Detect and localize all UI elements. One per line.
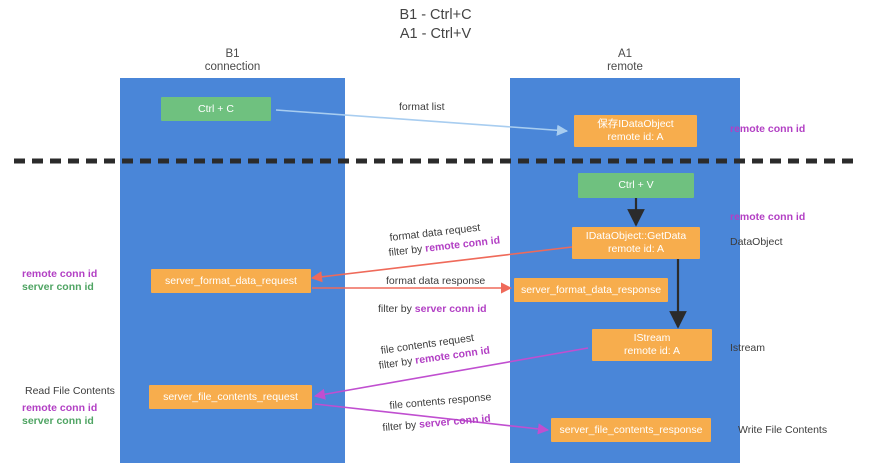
label-format-list: format list [399, 101, 445, 113]
box-istream[interactable]: IStream remote id: A [592, 329, 712, 361]
lane-header-a1: A1 remote [510, 48, 740, 74]
box-server-format-data-response[interactable]: server_format_data_response [514, 278, 668, 302]
title-line-1: B1 - Ctrl+C [399, 7, 472, 23]
annotation-left-remote-conn-id-2: remote conn id [22, 402, 98, 414]
box-server-file-contents-request[interactable]: server_file_contents_request [149, 385, 312, 409]
annotation-left-server-conn-id: server conn id [22, 281, 94, 293]
annotation-read-file-contents: Read File Contents [25, 385, 115, 397]
label-format-data-response: format data response [386, 275, 486, 287]
label-format-data-response-filter-key: server conn id [414, 303, 487, 315]
box-getdata[interactable]: IDataObject::GetData remote id: A [572, 227, 700, 259]
lane-b1-title: B1 [225, 48, 240, 60]
box-server-format-data-request-label: server_format_data_request [165, 274, 297, 287]
label-file-contents-response: file contents response [389, 391, 492, 413]
box-server-file-contents-response-label: server_file_contents_response [559, 423, 703, 436]
annotation-remote-conn-id-mid: remote conn id [730, 211, 806, 223]
label-file-contents-response-filter: filter by server conn id [382, 413, 491, 435]
box-ctrl-c-label: Ctrl + C [198, 102, 234, 115]
box-server-file-contents-response[interactable]: server_file_contents_response [551, 418, 711, 442]
box-getdata-line2: remote id: A [607, 243, 665, 255]
label-format-data-request-filter-prefix: filter by [388, 242, 426, 259]
lane-a1-subtitle: remote [607, 61, 643, 73]
label-format-data-response-filter-prefix: filter by [378, 303, 415, 315]
diagram-title: B1 - Ctrl+C A1 - Ctrl+V [0, 6, 871, 44]
box-ctrl-v-label: Ctrl + V [618, 179, 654, 191]
annotation-left-remote-conn-id: remote conn id [22, 268, 98, 280]
annotation-dataobject: DataObject [730, 236, 783, 248]
label-file-contents-response-filter-prefix: filter by [382, 418, 420, 434]
annotation-istream: Istream [730, 342, 766, 354]
box-getdata-line1: IDataObject::GetData [585, 230, 687, 242]
box-save-dataobject-line2: remote id: A [607, 131, 664, 143]
box-ctrl-v[interactable]: Ctrl + V [578, 173, 694, 198]
box-save-dataobject[interactable]: 保存IDataObject remote id: A [574, 115, 697, 147]
lane-a1-title: A1 [617, 48, 633, 60]
annotation-remote-conn-id-top: remote conn id [730, 123, 806, 135]
box-save-dataobject-line1: 保存IDataObject [597, 118, 674, 130]
annotation-left-server-conn-id-2: server conn id [22, 415, 94, 427]
lane-b1-subtitle: connection [204, 61, 261, 73]
label-file-contents-response-text: file contents response [389, 391, 492, 412]
label-format-data-response-filter: filter by server conn id [378, 299, 487, 317]
annotation-write-file-contents: Write File Contents [738, 424, 828, 436]
label-file-contents-response-filter-key: server conn id [418, 412, 492, 431]
box-server-format-data-request[interactable]: server_format_data_request [151, 269, 311, 293]
lane-header-b1: B1 connection [120, 48, 345, 74]
box-server-format-data-response-label: server_format_data_response [520, 283, 662, 296]
box-server-file-contents-request-label: server_file_contents_request [163, 390, 298, 403]
box-istream-line2: remote id: A [623, 345, 681, 357]
box-istream-line1: IStream [633, 332, 671, 344]
title-line-2: A1 - Ctrl+V [399, 26, 472, 42]
box-ctrl-c[interactable]: Ctrl + C [161, 97, 271, 121]
